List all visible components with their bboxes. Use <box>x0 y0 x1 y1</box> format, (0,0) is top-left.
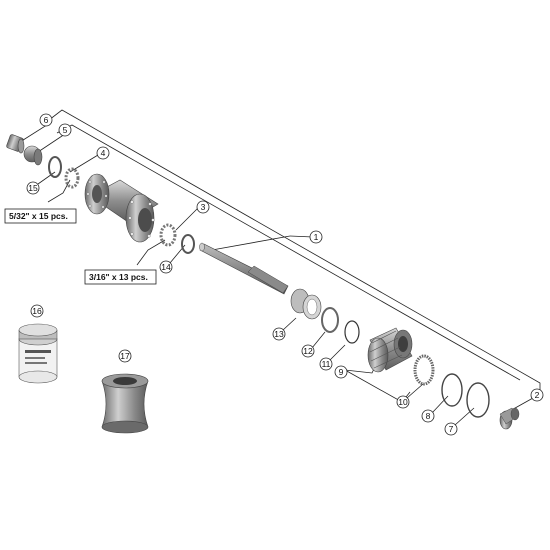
callout-2-number: 2 <box>535 390 540 400</box>
callout-13-number: 13 <box>274 329 284 339</box>
part-1-axle <box>199 242 289 295</box>
callout-10: 10 <box>396 395 410 409</box>
part-17-sleeve <box>101 373 149 434</box>
callout-6: 6 <box>39 113 53 127</box>
part-16-grease-jar <box>18 323 58 384</box>
note-front-bearing-text: 5/32" x 15 pcs. <box>9 211 68 221</box>
note-rear-bearing-balls: 3/16" x 13 pcs. <box>84 269 157 285</box>
part-6-locknut <box>6 134 25 154</box>
part-12-seal <box>321 307 339 333</box>
part-5-cone <box>23 145 43 166</box>
part-9-freehub-body <box>367 327 413 373</box>
callout-2: 2 <box>530 388 544 402</box>
callout-9: 9 <box>334 365 348 379</box>
callout-9-number: 9 <box>339 367 344 377</box>
note-rear-bearing-text: 3/16" x 13 pcs. <box>89 272 148 282</box>
callout-16: 16 <box>30 304 44 318</box>
callout-8: 8 <box>421 409 435 423</box>
callout-4: 4 <box>96 146 110 160</box>
callout-14-number: 14 <box>161 262 171 272</box>
callout-17-number: 17 <box>120 351 130 361</box>
callout-16-number: 16 <box>32 306 42 316</box>
callout-1: 1 <box>309 230 323 244</box>
callout-3: 3 <box>196 200 210 214</box>
part-10-ratchet-ring <box>413 354 435 386</box>
callout-11: 11 <box>319 357 333 371</box>
callout-7: 7 <box>444 422 458 436</box>
callout-1-number: 1 <box>314 232 319 242</box>
callout-5-number: 5 <box>63 125 68 135</box>
leader-lines <box>19 109 541 426</box>
part-15-dust-seal <box>48 156 62 178</box>
callout-12: 12 <box>301 344 315 358</box>
note-front-bearing-balls: 5/32" x 15 pcs. <box>4 208 77 224</box>
callout-12-number: 12 <box>303 346 313 356</box>
part-7-ring <box>466 382 490 418</box>
callout-15-number: 15 <box>28 183 38 193</box>
callout-10-number: 10 <box>398 397 408 407</box>
callout-11-number: 11 <box>322 359 331 369</box>
part-4-hub-body <box>84 173 159 243</box>
callout-6-number: 6 <box>44 115 49 125</box>
callout-4-number: 4 <box>101 148 106 158</box>
part-8-ring <box>441 373 463 407</box>
callout-14: 14 <box>159 260 173 274</box>
callout-7-number: 7 <box>449 424 454 434</box>
callout-15: 15 <box>26 181 40 195</box>
callout-3-number: 3 <box>201 202 206 212</box>
front-ball-retainer <box>64 167 80 189</box>
callout-13: 13 <box>272 327 286 341</box>
part-11-ring <box>344 320 360 344</box>
part-3-ball-retainer <box>159 223 177 247</box>
part-13-spacer <box>290 288 322 320</box>
callout-5: 5 <box>58 123 72 137</box>
callout-17: 17 <box>118 349 132 363</box>
part-14-ring <box>181 234 195 254</box>
part-2-end-cap <box>499 407 520 430</box>
callout-8-number: 8 <box>426 411 431 421</box>
